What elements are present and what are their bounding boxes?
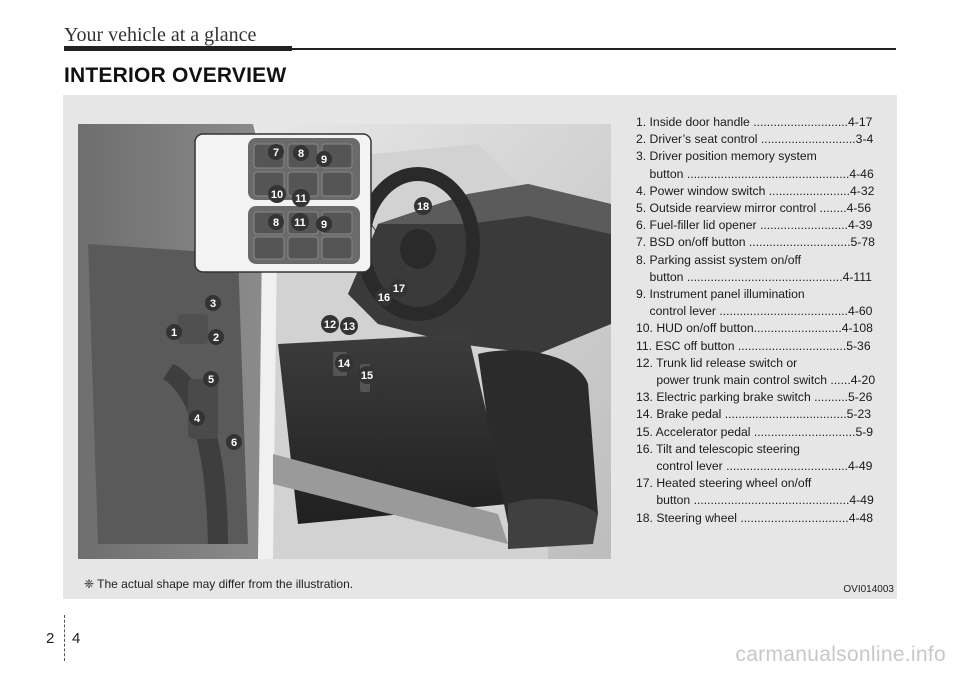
callout-14: 14 [335,354,353,372]
legend-item: 9. Instrument panel illumination control… [636,287,873,319]
legend-item: 18. Steering wheel .....................… [636,510,874,525]
legend-item: 1. Inside door handle ..................… [636,115,873,129]
legend-item: 13. Electric parking brake switch ......… [636,390,873,405]
callout-8: 8 [293,145,309,161]
legend-item: 14. Brake pedal ........................… [636,407,872,422]
svg-text:12: 12 [324,319,336,331]
callout-markers: 1 2 3 4 5 6 7 8 9 10 11 8 11 9 12 13 14 … [166,144,432,450]
svg-text:1: 1 [171,327,177,339]
component-legend: 1. Inside door handle ..................… [636,114,894,527]
figure-code: OVI014003 [843,584,894,595]
svg-text:13: 13 [343,321,355,333]
header-rule [64,46,292,51]
legend-item: 6. Fuel-filler lid opener ..............… [636,218,873,233]
legend-item: 16. Tilt and telescopic steering control… [636,441,873,474]
callout-17: 17 [390,279,408,297]
svg-text:5: 5 [208,374,214,386]
callout-12: 12 [321,315,339,333]
callout-15: 15 [358,366,376,384]
callout-8b: 8 [268,214,284,230]
legend-item: 10. HUD on/off button...................… [636,321,873,336]
legend-item: 5. Outside rearview mirror control .....… [636,201,872,216]
callout-9b: 9 [316,216,332,232]
svg-text:10: 10 [271,189,283,201]
interior-illustration: 1 2 3 4 5 6 7 8 9 10 11 8 11 9 12 13 14 … [78,124,611,559]
svg-text:11: 11 [295,193,307,205]
callout-9: 9 [316,151,332,167]
legend-item: 2. Driver’s seat control ...............… [636,132,874,147]
callout-5: 5 [203,371,219,387]
callout-7: 7 [268,144,284,160]
callout-11: 11 [292,189,310,207]
legend-item: 3. Driver position memory system button … [636,149,874,181]
svg-text:9: 9 [321,219,327,231]
callout-2: 2 [208,329,224,345]
chapter-number: 2 [46,630,55,647]
footer-separator [64,615,65,661]
callout-13: 13 [340,317,358,335]
svg-text:16: 16 [378,292,390,304]
svg-text:15: 15 [361,370,373,382]
callout-18: 18 [414,197,432,215]
legend-item: 15. Accelerator pedal ..................… [636,424,874,439]
callout-10: 10 [268,185,286,203]
section-title: INTERIOR OVERVIEW [64,64,287,87]
svg-text:18: 18 [417,201,429,213]
svg-text:14: 14 [338,358,351,370]
svg-text:4: 4 [194,413,201,425]
svg-text:6: 6 [231,437,237,449]
svg-text:17: 17 [393,283,405,295]
svg-text:11: 11 [294,217,306,229]
callout-3: 3 [205,295,221,311]
svg-text:2: 2 [213,332,219,344]
callout-4: 4 [189,410,205,426]
legend-item: 11. ESC off button .....................… [636,338,871,353]
header-title: Your vehicle at a glance [64,24,257,46]
callout-1: 1 [166,324,182,340]
page-number: 4 [72,630,81,647]
callout-11b: 11 [291,213,309,231]
svg-text:7: 7 [273,147,279,159]
legend-item: 17. Heated steering wheel on/off button … [636,476,874,508]
legend-item: 4. Power window switch .................… [636,183,875,198]
svg-text:9: 9 [321,154,327,166]
svg-text:8: 8 [273,217,279,229]
svg-text:8: 8 [298,148,304,160]
legend-item: 12. Trunk lid release switch or power tr… [636,355,876,388]
illustration-footnote: ❈ The actual shape may differ from the i… [84,577,354,591]
watermark: carmanualsonline.info [735,643,946,666]
callout-6: 6 [226,434,242,450]
callout-16: 16 [375,288,393,306]
svg-text:3: 3 [210,298,216,310]
header-rule-thin [292,48,896,50]
legend-item: 7. BSD on/off button ...................… [636,235,875,250]
legend-item: 8. Parking assist system on/off button .… [636,252,872,284]
